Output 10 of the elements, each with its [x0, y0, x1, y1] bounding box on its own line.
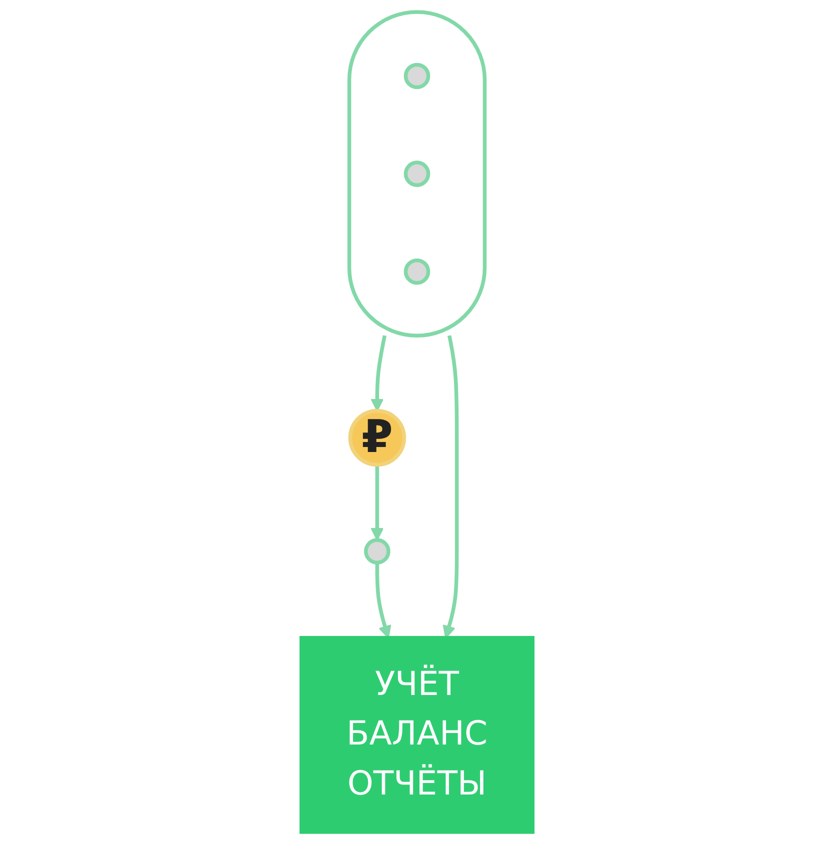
- arrow: [375, 562, 392, 638]
- node-circle: [404, 160, 430, 187]
- arrow: [370, 464, 384, 541]
- node-box: УЧЁТ БАЛАНС ОТЧЁТЫ: [300, 636, 534, 834]
- arrow: [442, 335, 459, 638]
- node-circle: [364, 538, 390, 564]
- node-circle: ₽: [348, 408, 406, 467]
- node-circle: [404, 62, 430, 90]
- arrow: [370, 335, 387, 412]
- node-circle: [404, 258, 430, 285]
